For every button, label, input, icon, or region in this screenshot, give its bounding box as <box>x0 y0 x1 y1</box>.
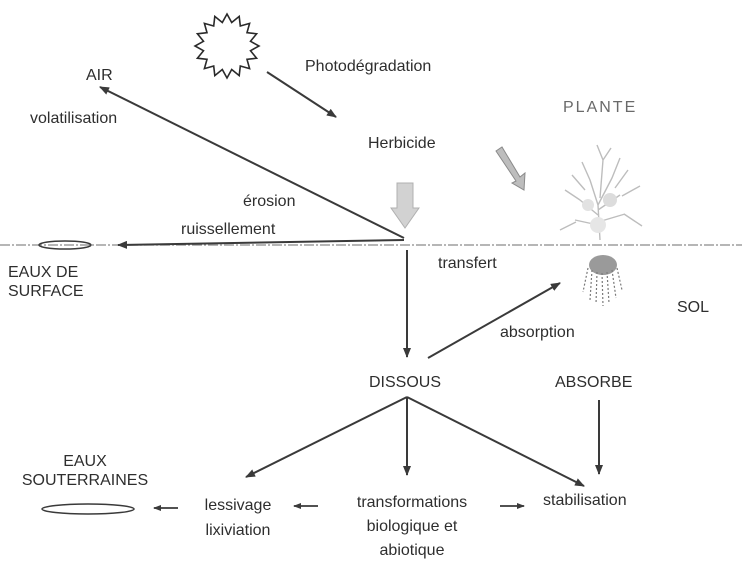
label-transformations: transformations biologique et abiotique <box>357 491 467 563</box>
sun-icon <box>195 14 259 78</box>
plant-application-arrow <box>496 147 525 190</box>
label-dissous: DISSOUS <box>369 373 441 392</box>
label-lixiviation: lixiviation <box>205 521 272 540</box>
label-air: AIR <box>86 66 113 85</box>
plant-icon <box>560 145 642 306</box>
label-lessivage: lessivage lixiviation <box>205 496 272 540</box>
stabilisation-arrow-from-dissous <box>407 397 584 486</box>
label-transformations-line2: biologique et <box>357 515 467 539</box>
absorption-arrow <box>428 283 560 358</box>
herbicide-application-arrow <box>391 183 419 228</box>
label-volatilisation: volatilisation <box>30 109 117 128</box>
label-sol: SOL <box>677 298 709 317</box>
photodegradation-arrow <box>267 72 336 117</box>
label-eaux-de-surface-line1: EAUX DE <box>8 263 84 282</box>
label-transformations-line1: transformations <box>357 491 467 515</box>
volatilisation-arrow <box>100 87 404 238</box>
label-stabilisation: stabilisation <box>543 491 627 510</box>
label-eaux-souterraines-line1: EAUX <box>22 452 148 471</box>
label-absorbe: ABSORBE <box>555 373 632 392</box>
leaching-arrow <box>246 397 407 477</box>
label-absorption: absorption <box>500 323 575 342</box>
label-herbicide: Herbicide <box>368 134 436 153</box>
label-ruissellement: ruissellement <box>181 220 275 239</box>
label-eaux-souterraines-line2: SOUTERRAINES <box>22 471 148 490</box>
label-eaux-souterraines: EAUX SOUTERRAINES <box>22 452 148 490</box>
label-erosion: érosion <box>243 192 295 211</box>
label-transfert: transfert <box>438 254 497 273</box>
label-lessivage-line1: lessivage <box>205 496 272 515</box>
label-eaux-de-surface-line2: SURFACE <box>8 282 84 301</box>
label-eaux-de-surface: EAUX DE SURFACE <box>8 263 84 301</box>
label-plante: PLANTE <box>563 98 637 117</box>
runoff-arrow <box>118 240 404 245</box>
groundwater-ellipse <box>42 504 134 514</box>
label-transformations-line3: abiotique <box>357 539 467 563</box>
label-photodegradation: Photodégradation <box>305 57 431 76</box>
